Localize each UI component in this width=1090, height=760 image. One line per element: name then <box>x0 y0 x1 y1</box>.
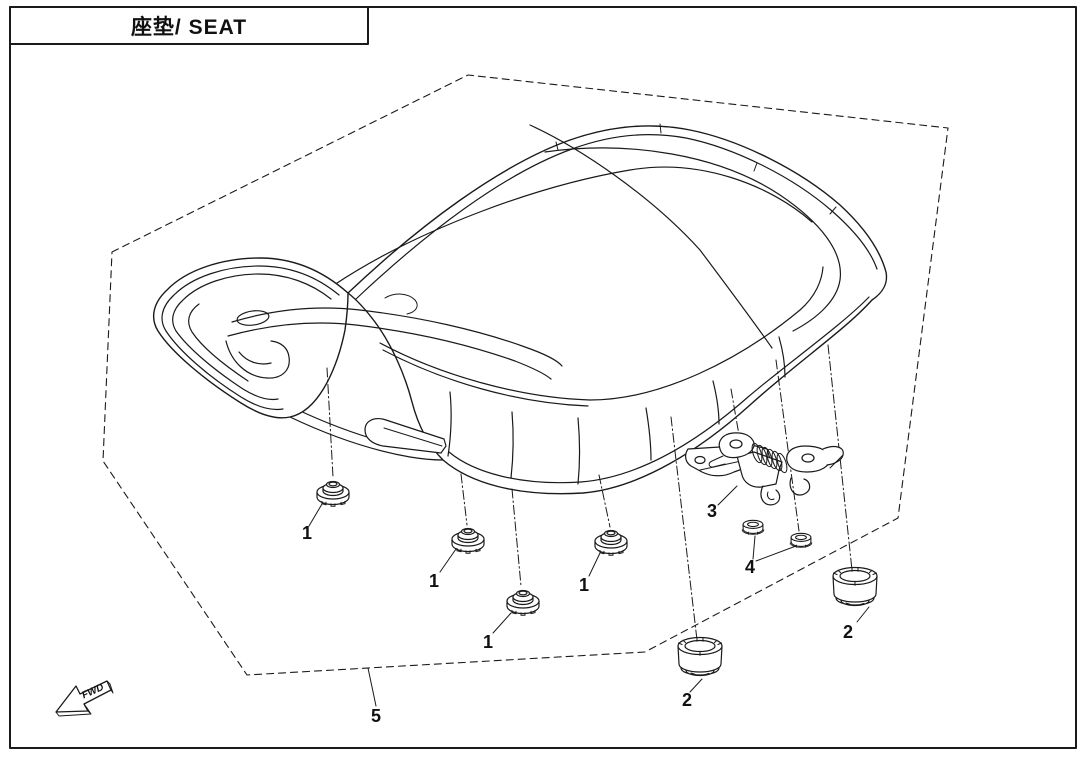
leader-damper-3 <box>598 474 611 528</box>
part-damper-3 <box>594 529 628 556</box>
leader-damper-2 <box>460 473 468 526</box>
latch-wing-edge <box>829 454 844 469</box>
part-damper-4 <box>506 589 540 616</box>
skirt-seam-v4 <box>645 407 652 461</box>
leader-stud <box>775 359 800 532</box>
part-latch <box>708 432 844 506</box>
callout-1-d: 1 <box>482 632 494 652</box>
callout-1-c: 1 <box>578 575 590 595</box>
callout-pointer-lines <box>308 485 870 707</box>
latch-body <box>736 451 783 488</box>
nose-band-top <box>231 307 563 367</box>
skirt-seam-v1 <box>447 391 452 457</box>
nose-outline <box>152 257 349 419</box>
leader-bushing-2 <box>827 344 853 571</box>
fwd-arrow-face <box>55 680 112 713</box>
latch-right-hole <box>801 453 815 463</box>
latch-hooks <box>760 477 811 506</box>
callout-3: 3 <box>706 501 718 521</box>
callout-1-a: 1 <box>301 523 313 543</box>
nose-hook-inner <box>238 351 272 365</box>
skirt-seam-v5 <box>712 380 720 425</box>
rim-ticks <box>555 123 837 215</box>
callout-2-b: 2 <box>842 622 854 642</box>
part-damper-2 <box>451 527 485 554</box>
seat-rim-inner <box>355 134 878 300</box>
skirt-seam-v2 <box>510 411 514 479</box>
callout-2-a: 2 <box>681 690 693 710</box>
callout-5: 5 <box>370 706 382 726</box>
boundary-polygon <box>102 74 949 676</box>
leader-bushing-1 <box>670 416 698 641</box>
callout-1-b: 1 <box>428 571 440 591</box>
fwd-arrow: FWD <box>55 680 114 717</box>
dashed-boundary-box <box>102 74 949 676</box>
leader-damper-1 <box>326 367 334 478</box>
front-tab <box>364 418 447 454</box>
leader-lines <box>326 344 853 641</box>
seat-illustration <box>152 123 888 495</box>
nose-detail <box>384 293 418 315</box>
seat-outline <box>347 125 888 495</box>
nose-roll1 <box>161 265 340 411</box>
seat-top-panel <box>544 147 842 332</box>
nose-roll3 <box>188 303 249 382</box>
page-title: 座垫/ SEAT <box>130 15 248 39</box>
seat-skirt-seam2 <box>382 349 589 407</box>
latch-left-hole <box>729 439 743 449</box>
title-box-frame <box>9 6 369 45</box>
nose-slot <box>236 310 270 326</box>
fwd-arrow-depth <box>55 680 114 717</box>
nose-roll2 <box>172 273 332 401</box>
nose-band-bottom <box>227 322 552 380</box>
skirt-seam-v6 <box>778 336 786 378</box>
leader-damper-4 <box>511 488 522 587</box>
seat-skirt-seam <box>379 266 824 401</box>
latch-hook-inner <box>767 491 775 500</box>
part-bushing-2 <box>832 566 878 607</box>
skirt-seam-v3 <box>577 417 581 485</box>
seat-piping <box>448 296 870 484</box>
part-nut-1 <box>741 519 765 535</box>
callout-4: 4 <box>744 557 756 577</box>
latch-spring <box>751 442 788 474</box>
front-tab-line <box>383 427 443 447</box>
part-nut-2 <box>789 532 813 548</box>
part-damper-1 <box>316 480 350 507</box>
nose-hook <box>225 340 290 379</box>
page-border <box>9 6 1077 749</box>
seat-top-seam-a <box>333 166 813 286</box>
rear-bracket-hole <box>694 455 706 465</box>
seat-underside-edge <box>289 416 444 461</box>
latch-lever <box>708 455 726 468</box>
part-bushing-1 <box>677 636 723 677</box>
leader-latch <box>730 388 740 436</box>
